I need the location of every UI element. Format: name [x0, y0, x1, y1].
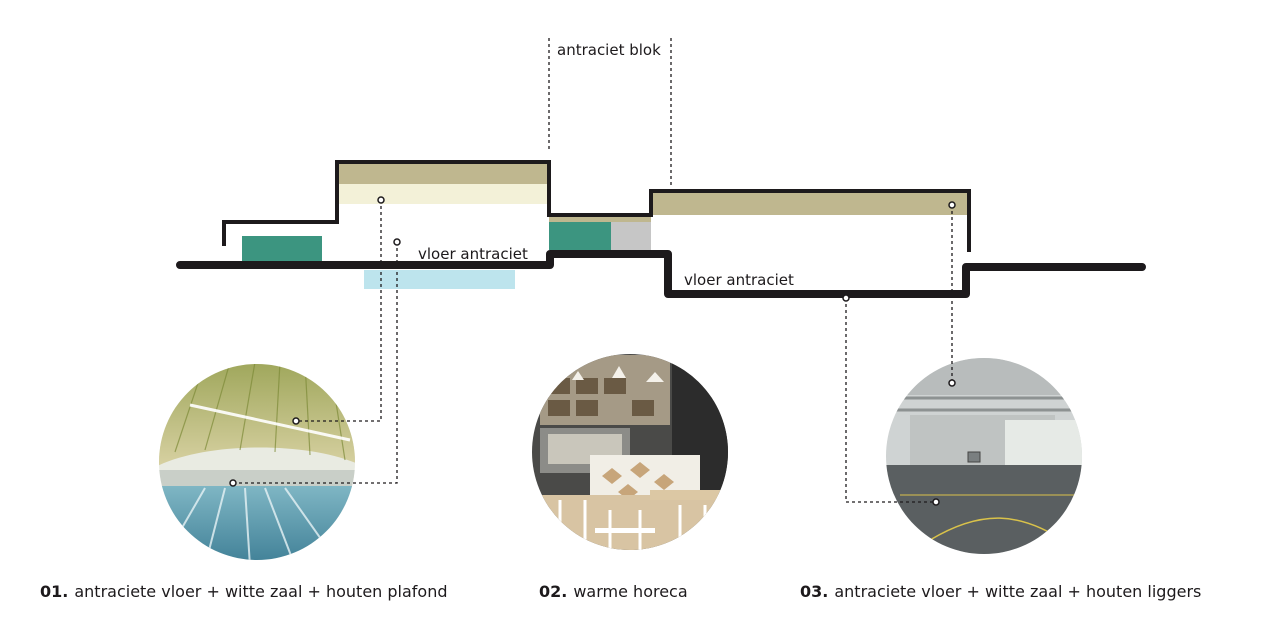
- roof-outline: [222, 160, 971, 252]
- caption-01: 01. antraciete vloer + witte zaal + houte…: [40, 582, 448, 601]
- left-roof-wood-light: [337, 184, 548, 204]
- cafe-photo: [532, 354, 728, 550]
- green-block-mid: [549, 222, 611, 250]
- pool-water-band: [364, 270, 515, 289]
- green-block-left: [242, 236, 322, 262]
- right-roof-wood: [651, 193, 969, 215]
- caption-number: 02.: [539, 582, 568, 601]
- caption-03: 03. antraciete vloer + witte zaal + houte…: [800, 582, 1201, 601]
- floor-label-left: vloer antraciet: [418, 245, 528, 263]
- marker-dot: [393, 238, 401, 246]
- marker-dot: [948, 379, 956, 387]
- caption-text: warme horeca: [573, 582, 688, 601]
- floor-label-right: vloer antraciet: [684, 271, 794, 289]
- left-roof-wood: [337, 164, 548, 184]
- caption-text: antraciete vloer + witte zaal + houten l…: [834, 582, 1202, 601]
- floor-outline: [176, 250, 1146, 298]
- sports-hall-photo: [886, 358, 1082, 554]
- block-label: antraciet blok: [557, 41, 661, 59]
- marker-dot: [377, 196, 385, 204]
- marker-dot: [292, 417, 300, 425]
- leader-water-to-photo1: [233, 242, 398, 484]
- swimming-pool-photo: [159, 364, 355, 560]
- caption-number: 01.: [40, 582, 69, 601]
- marker-dot: [948, 201, 956, 209]
- caption-02: 02. warme horeca: [539, 582, 688, 601]
- caption-text: antraciete vloer + witte zaal + houten p…: [74, 582, 448, 601]
- mid-roof-wood: [549, 215, 651, 222]
- leader-roof-to-photo1: [296, 200, 382, 422]
- caption-number: 03.: [800, 582, 829, 601]
- marker-dot: [229, 479, 237, 487]
- marker-dot: [932, 498, 940, 506]
- grey-block-mid: [611, 222, 651, 250]
- leader-floor-to-photo3: [845, 298, 936, 503]
- marker-dot: [842, 294, 850, 302]
